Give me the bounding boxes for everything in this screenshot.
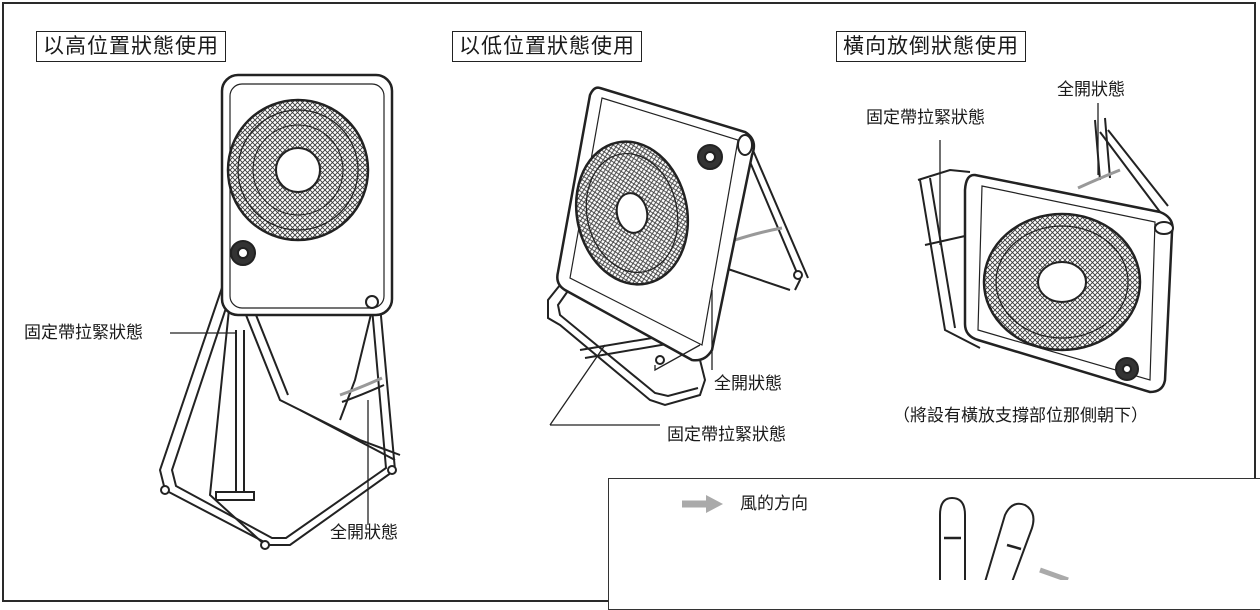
- leader-lines: [170, 103, 1099, 525]
- label-side-note: （將設有橫放支撐部位那側朝下）: [893, 406, 1148, 426]
- label-high-strap: 固定帶拉緊狀態: [24, 322, 143, 344]
- sideways-fan: [917, 117, 1174, 394]
- legend-wind-direction: 風的方向: [740, 494, 808, 514]
- fan-illustrations: [158, 73, 1174, 580]
- label-high-open: 全開狀態: [330, 523, 398, 543]
- low-position-fan: [547, 86, 809, 407]
- label-side-open: 全開狀態: [1057, 80, 1125, 100]
- label-low-open: 全開狀態: [714, 374, 782, 394]
- wind-direction-arrow-icon: [682, 495, 724, 513]
- high-position-fan: [158, 73, 401, 550]
- heading-high-position: 以高位置狀態使用: [36, 31, 226, 62]
- heading-sideways-position: 橫向放倒狀態使用: [836, 31, 1026, 62]
- label-low-strap: 固定帶拉緊狀態: [667, 425, 786, 445]
- heading-low-position: 以低位置狀態使用: [452, 31, 642, 62]
- label-side-strap: 固定帶拉緊狀態: [866, 108, 985, 128]
